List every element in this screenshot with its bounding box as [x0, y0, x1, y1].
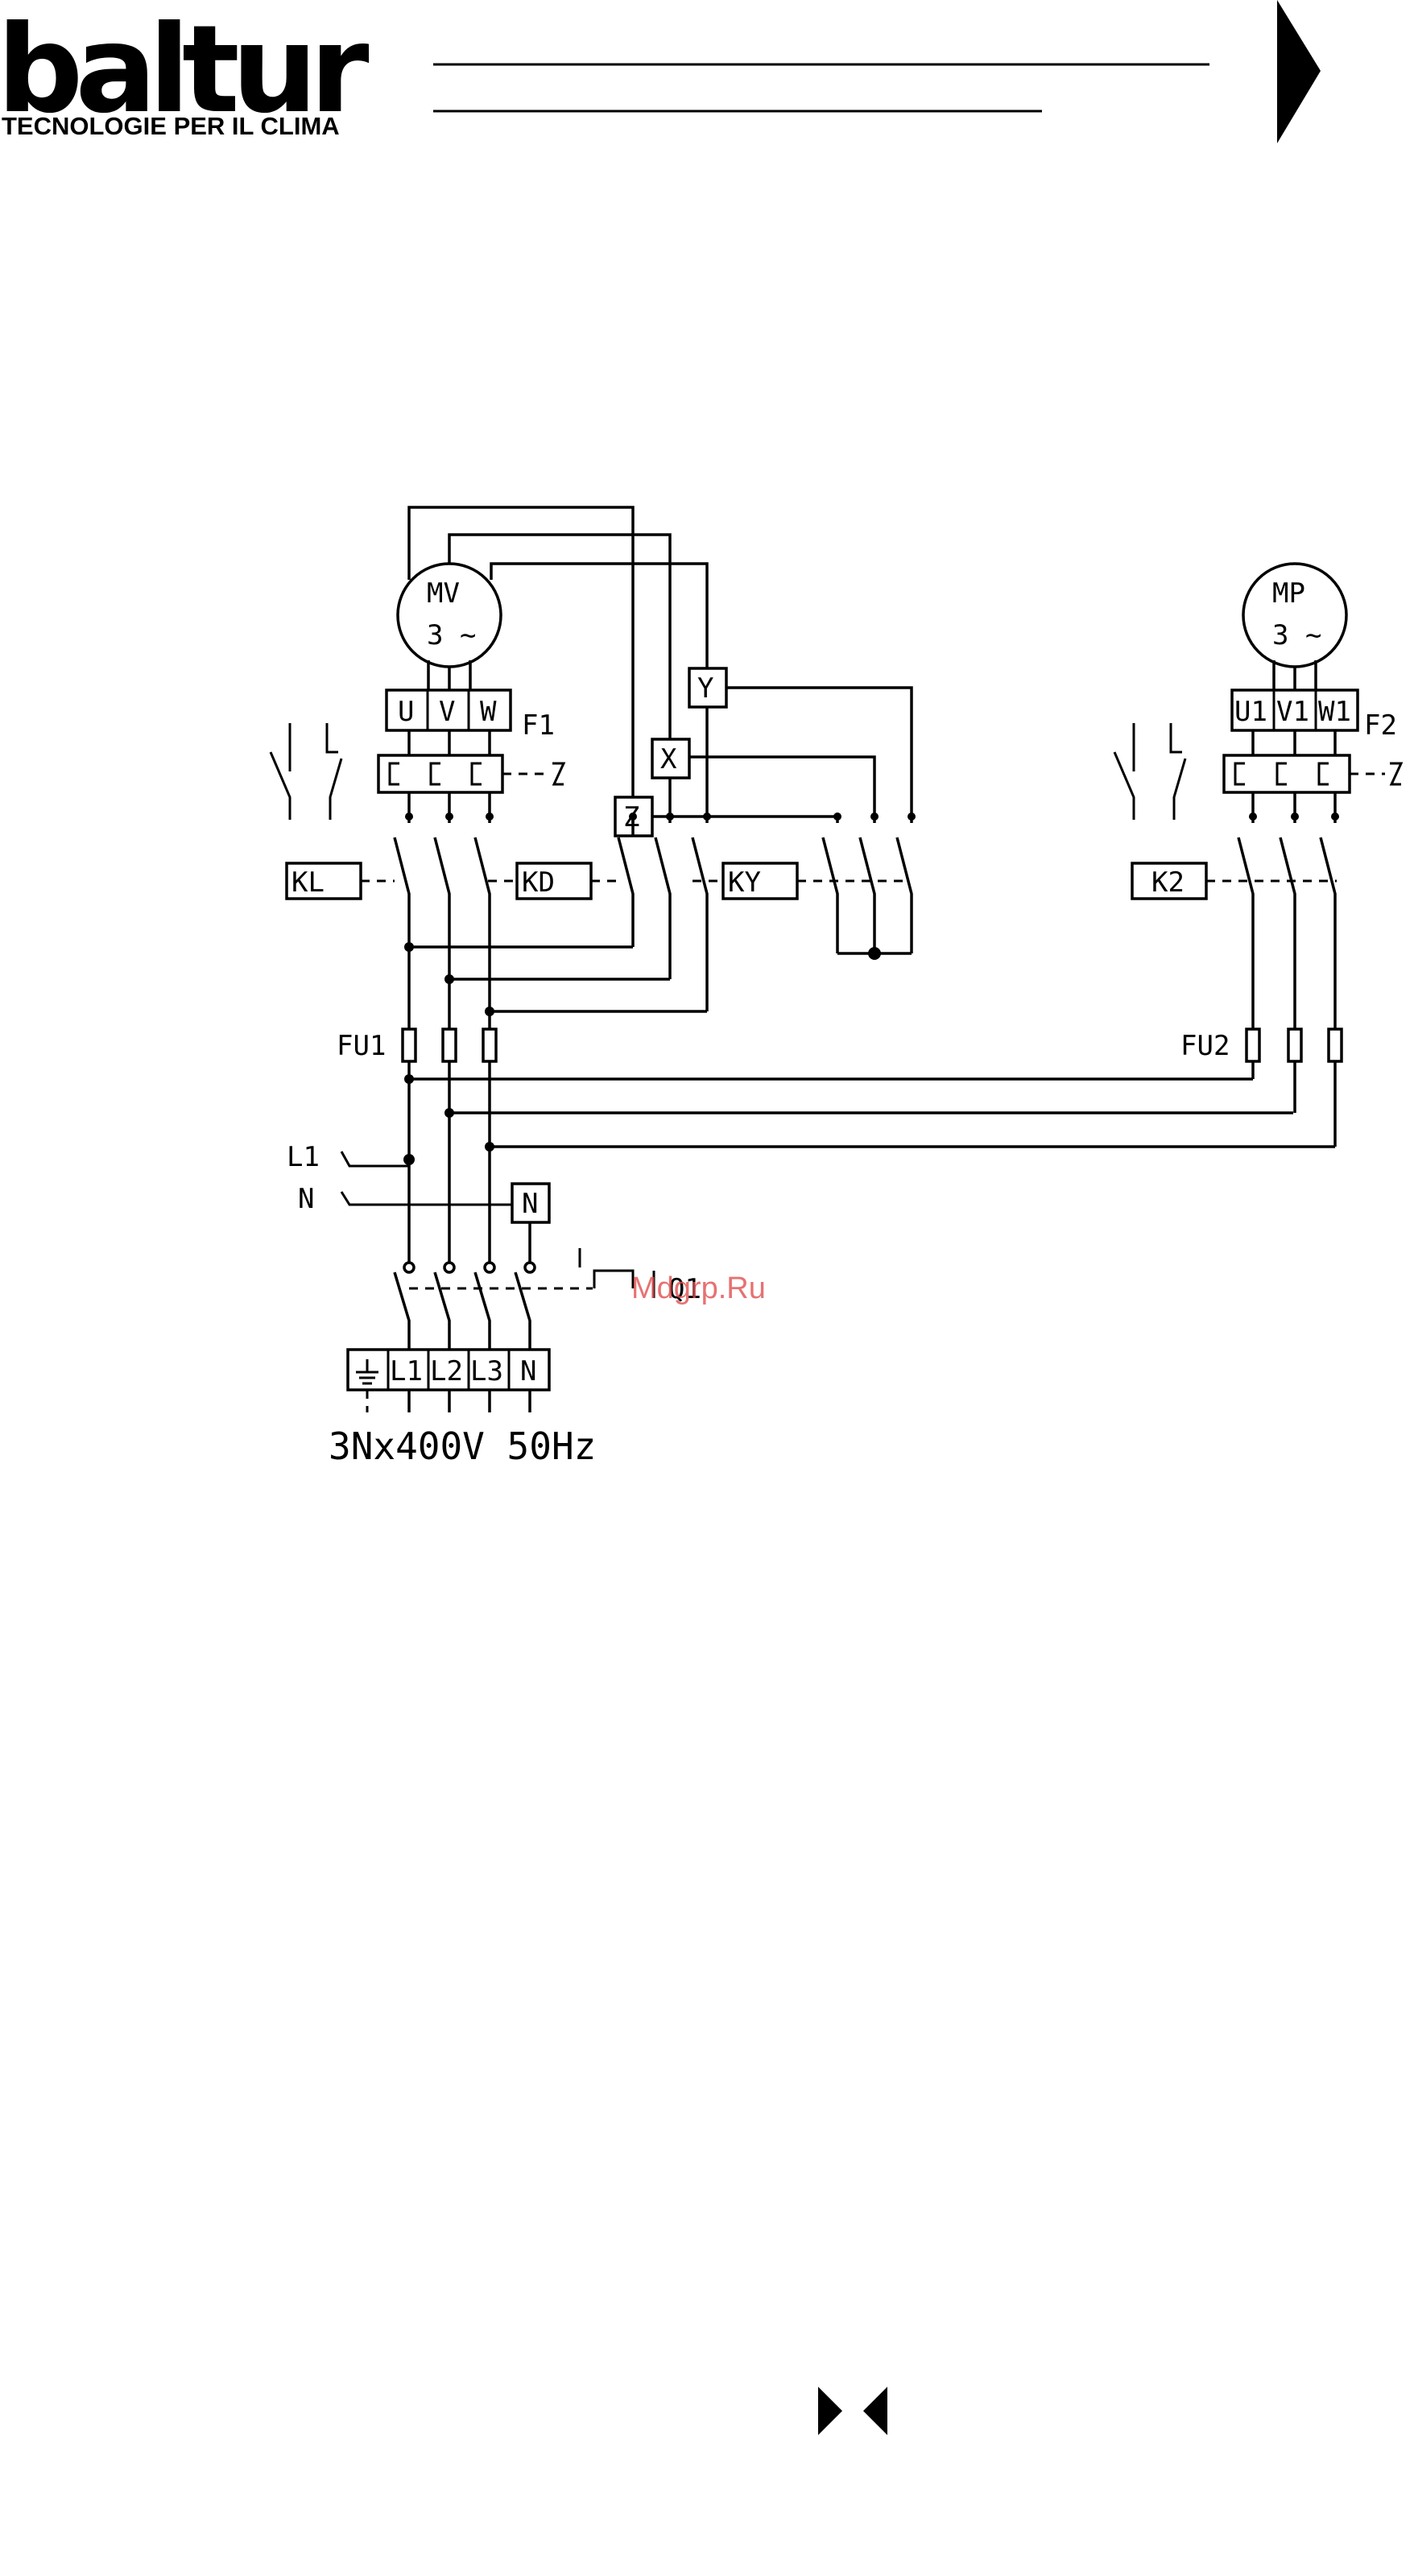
fuse-fu1: FU1	[337, 1029, 496, 1062]
svg-text:X: X	[660, 743, 677, 775]
terminal-v1: V1	[1276, 696, 1309, 728]
overload-f1-label: F1	[522, 709, 555, 742]
svg-text:KY: KY	[728, 866, 761, 899]
watermark: Mdgrp.Ru	[631, 1271, 766, 1305]
contactor-kl: KL	[287, 863, 361, 899]
aux-neutral-box: N	[512, 1184, 549, 1222]
terminal-u1: U1	[1234, 696, 1267, 728]
svg-text:FU2: FU2	[1180, 1030, 1230, 1062]
terminal-y: Y	[689, 668, 726, 707]
terminal-w1: W1	[1318, 696, 1351, 728]
supply-rating: 3Nx400V 50Hz	[329, 1424, 596, 1468]
footer-prev-arrow-icon[interactable]	[863, 2387, 887, 2435]
ky-contacts	[823, 813, 912, 953]
motor-mv-terminal-block: U V W	[387, 690, 511, 730]
motor-mv-phase: 3 ~	[427, 619, 476, 651]
next-page-arrow-icon[interactable]	[1277, 0, 1321, 143]
svg-text:KD: KD	[522, 866, 555, 899]
kd-contacts	[618, 815, 707, 1011]
logo-tagline: TECNOLOGIE PER IL CLIMA	[2, 112, 340, 140]
svg-text:FU1: FU1	[337, 1030, 386, 1062]
motor-mp: MP 3 ~	[1243, 564, 1346, 667]
svg-text:L1: L1	[390, 1355, 423, 1387]
k2-contacts	[1238, 837, 1335, 1029]
kl-contacts	[395, 813, 490, 913]
motor-mp-terminal-block: U1 V1 W1	[1232, 690, 1358, 730]
svg-text:KL: KL	[291, 866, 325, 899]
aux-line-n: N	[298, 1183, 512, 1215]
svg-text:L2: L2	[430, 1355, 463, 1387]
motor-mv: MV 3 ~	[398, 564, 501, 667]
motor-mp-phase: 3 ~	[1272, 619, 1321, 651]
footer-next-arrow-icon[interactable]	[818, 2387, 842, 2435]
svg-text:N: N	[298, 1183, 314, 1215]
fuse-fu2: FU2	[1180, 1029, 1342, 1062]
motor-mv-name: MV	[427, 577, 460, 610]
svg-text:K2: K2	[1151, 866, 1185, 899]
svg-text:N: N	[520, 1355, 536, 1387]
overload-f2-label: F2	[1364, 709, 1397, 742]
svg-text:N: N	[522, 1188, 538, 1220]
aux-line-l1: L1	[287, 1141, 409, 1173]
contactor-k2: K2	[1132, 863, 1206, 899]
svg-text:Y: Y	[697, 672, 713, 705]
svg-text:L3: L3	[470, 1355, 503, 1387]
terminal-x: X	[652, 739, 689, 778]
contactor-kd: KD	[517, 863, 591, 899]
terminal-v: V	[439, 696, 455, 728]
motor-mp-name: MP	[1272, 577, 1305, 610]
svg-text:L1: L1	[287, 1141, 320, 1173]
contactor-ky: KY	[723, 863, 797, 899]
terminal-u: U	[398, 696, 414, 728]
terminal-w: W	[480, 696, 497, 728]
brand-logo: baltur TECNOLOGIE PER IL CLIMA	[0, 0, 370, 140]
supply-terminal-strip: L1 L2 L3 N	[348, 1350, 549, 1412]
